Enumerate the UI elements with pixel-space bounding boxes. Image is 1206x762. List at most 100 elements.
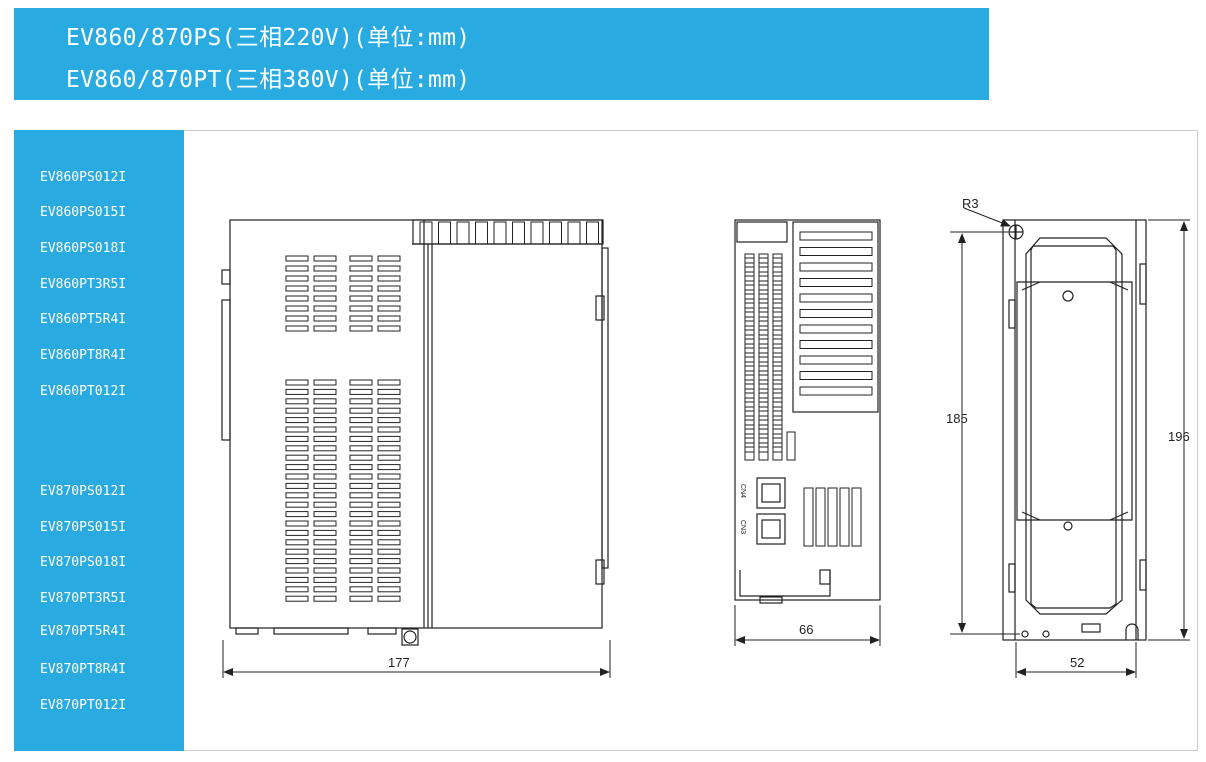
vent-slot — [285, 473, 309, 480]
back-view-body — [1002, 219, 1147, 641]
vent-slot — [772, 437, 783, 444]
vent-slot — [349, 539, 373, 546]
vent-slot — [349, 454, 373, 461]
vent-slot — [349, 464, 373, 471]
vent-slot — [349, 426, 373, 433]
vent-slot — [744, 428, 755, 435]
model-item: EV860PS012I — [40, 170, 127, 185]
vent-slot — [313, 275, 337, 282]
vent-slot — [377, 473, 401, 480]
vent-slot — [313, 520, 337, 527]
vent-slot — [285, 445, 309, 452]
side-view-vents — [285, 255, 401, 602]
vent-slot — [285, 255, 309, 262]
cover-plate — [1016, 281, 1133, 521]
vent-slot — [758, 428, 769, 435]
vent-slot — [285, 305, 309, 312]
vent-slot — [377, 407, 401, 414]
vent-slot — [349, 285, 373, 292]
heatsink-fin — [799, 340, 873, 349]
vent-slot — [377, 398, 401, 405]
vent-slot — [313, 265, 337, 272]
vent-slot — [744, 383, 755, 390]
heatsink-fin — [493, 221, 507, 245]
vent-slot — [377, 576, 401, 583]
vent-slot — [285, 539, 309, 546]
vent-slot — [285, 315, 309, 322]
cn3-port — [756, 513, 786, 545]
vent-slot — [377, 379, 401, 386]
vent-slot — [285, 511, 309, 518]
vent-slot — [377, 454, 401, 461]
vent-slot — [377, 417, 401, 424]
vent-slot — [349, 435, 373, 442]
vent-slot — [744, 293, 755, 300]
model-item: EV860PT3R5I — [40, 277, 127, 292]
model-item: EV870PS015I — [40, 520, 127, 535]
vent-slot — [349, 501, 373, 508]
vent-slot — [744, 284, 755, 291]
vent-slot — [758, 401, 769, 408]
vent-slot — [349, 265, 373, 272]
front-view-body — [734, 219, 881, 601]
vent-slot — [758, 419, 769, 426]
vent-slot — [744, 437, 755, 444]
vent-slot — [285, 482, 309, 489]
vent-slot — [313, 567, 337, 574]
vent-slot — [377, 445, 401, 452]
vent-slot — [758, 374, 769, 381]
vent-slot — [772, 293, 783, 300]
vent-slot — [744, 275, 755, 282]
vent-slot — [349, 379, 373, 386]
vent-slot — [744, 374, 755, 381]
vent-slot — [285, 501, 309, 508]
vent-slot — [377, 558, 401, 565]
vent-slot — [744, 311, 755, 318]
vent-slot — [744, 329, 755, 336]
model-item: EV860PT8R4I — [40, 348, 127, 363]
vent-slot — [313, 558, 337, 565]
vent-slot — [377, 285, 401, 292]
vent-slot — [285, 325, 309, 332]
vent-slot — [377, 482, 401, 489]
vent-slot — [758, 257, 769, 264]
front-view-fins — [799, 231, 873, 396]
vent-slot — [285, 548, 309, 555]
model-item: EV870PT3R5I — [40, 591, 127, 606]
vent-slot — [285, 275, 309, 282]
vent-slot — [349, 529, 373, 536]
vent-slot — [313, 464, 337, 471]
vent-slot — [285, 426, 309, 433]
model-item: EV870PS012I — [40, 484, 127, 499]
vent-slot — [349, 492, 373, 499]
vent-slot — [786, 431, 796, 461]
vent-slot — [313, 435, 337, 442]
heatsink-fin — [799, 324, 873, 334]
heatsink-fin — [567, 221, 581, 245]
vent-slot — [313, 576, 337, 583]
vent-slot — [349, 295, 373, 302]
heatsink-fin — [475, 221, 488, 245]
vent-slot — [349, 417, 373, 424]
back-view-dimensions — [950, 207, 1190, 678]
vent-slot — [744, 392, 755, 399]
vent-slot — [313, 285, 337, 292]
cn4-label: CN4 — [739, 484, 746, 498]
vent-slot — [744, 338, 755, 345]
title-banner: EV860/870PS(三相220V)(单位:mm) EV860/870PT(三… — [14, 8, 989, 100]
vent-slot — [377, 567, 401, 574]
vent-slot — [285, 558, 309, 565]
heatsink-fin — [799, 386, 873, 396]
vent-slot — [285, 407, 309, 414]
heatsink-fin — [799, 371, 873, 380]
vent-column — [851, 487, 862, 547]
vent-slot — [744, 257, 755, 264]
heatsink-fin — [549, 221, 562, 245]
vent-slot — [744, 266, 755, 273]
vent-slot — [285, 464, 309, 471]
vent-slot — [285, 529, 309, 536]
vent-column — [803, 487, 814, 547]
vent-slot — [313, 482, 337, 489]
vent-slot — [349, 255, 373, 262]
vent-slot — [349, 445, 373, 452]
